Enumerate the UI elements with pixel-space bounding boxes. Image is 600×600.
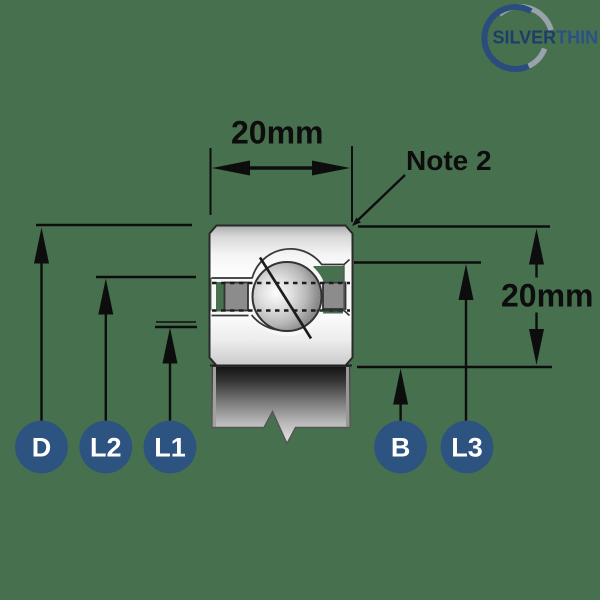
svg-text:20mm: 20mm: [231, 115, 324, 151]
svg-text:L1: L1: [154, 433, 186, 463]
svg-text:Note 2: Note 2: [406, 145, 492, 176]
svg-text:B: B: [391, 433, 411, 463]
svg-text:SILVERTHIN: SILVERTHIN: [493, 28, 599, 48]
svg-text:20mm: 20mm: [501, 278, 594, 314]
svg-text:D: D: [32, 433, 52, 463]
svg-text:L3: L3: [451, 433, 483, 463]
svg-text:L2: L2: [90, 433, 122, 463]
